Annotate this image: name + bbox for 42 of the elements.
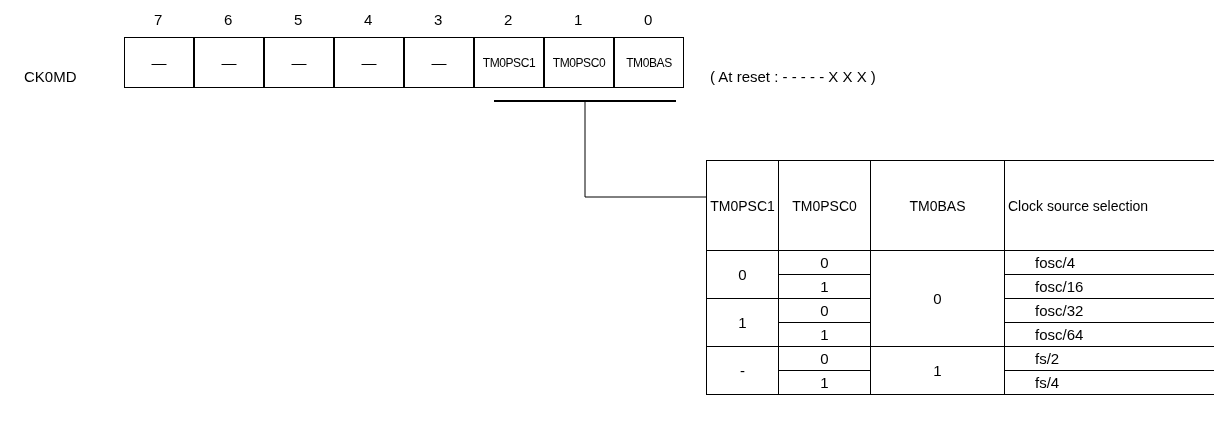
table-cell: 0 <box>871 251 1005 347</box>
header-cell: TM0BAS <box>871 161 1005 251</box>
connector-line <box>584 101 707 198</box>
bit-table <box>706 160 1214 395</box>
header-cell: Clock source selection <box>1005 161 1214 251</box>
bit-number: 5 <box>294 12 303 27</box>
table-cell: fosc/4 <box>1005 251 1214 275</box>
table-cell: 0 <box>779 347 871 371</box>
bit-number: 3 <box>434 12 443 27</box>
bit-number: 0 <box>644 12 653 27</box>
bit-number: 7 <box>154 12 163 27</box>
header-cell: TM0PSC1 <box>707 161 779 251</box>
table-cell: fs/4 <box>1005 371 1214 395</box>
table-cell: fs/2 <box>1005 347 1214 371</box>
register-bit-cell: TM0PSC0 <box>544 37 614 88</box>
register-bit-cell: TM0BAS <box>614 37 684 88</box>
register-bit-cell: — <box>334 37 404 88</box>
table-cell: 1 <box>779 323 871 347</box>
reset-note: ( At reset : - - - - - X X X ) <box>710 69 876 84</box>
table-cell: 0 <box>707 251 779 299</box>
table-cell: 1 <box>779 371 871 395</box>
register-bit-cell: — <box>404 37 474 88</box>
header-cell: TM0PSC0 <box>779 161 871 251</box>
table-cell: 1 <box>871 347 1005 395</box>
table-cell: 0 <box>779 299 871 323</box>
table-cell: fosc/16 <box>1005 275 1214 299</box>
register-bit-cell: — <box>264 37 334 88</box>
bit-number: 2 <box>504 12 513 27</box>
bracket-line <box>494 100 676 102</box>
register-name: CK0MD <box>24 69 77 84</box>
table-cell: 1 <box>779 275 871 299</box>
table-cell: - <box>707 347 779 395</box>
register-bit-cell: TM0PSC1 <box>474 37 544 88</box>
bit-number: 4 <box>364 12 373 27</box>
table-cell: 1 <box>707 299 779 347</box>
table-cell: fosc/64 <box>1005 323 1214 347</box>
bit-number: 1 <box>574 12 583 27</box>
register-bit-cell: — <box>194 37 264 88</box>
register-bit-cell: — <box>124 37 194 88</box>
table-cell: fosc/32 <box>1005 299 1214 323</box>
bit-number: 6 <box>224 12 233 27</box>
table-cell: 0 <box>779 251 871 275</box>
